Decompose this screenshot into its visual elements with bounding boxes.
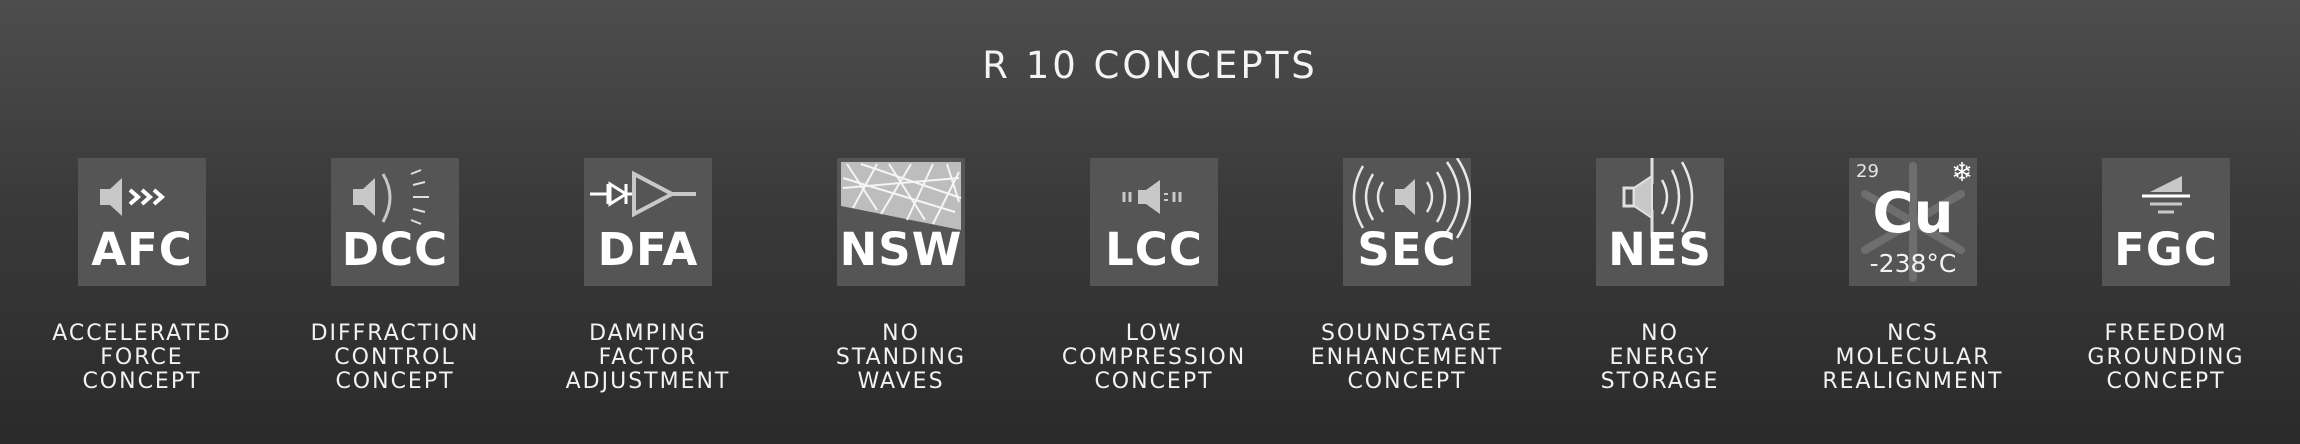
atomic-number: 29	[1856, 161, 1879, 182]
speaker-compression-icon	[1122, 180, 1182, 214]
concept-abbr: SEC	[1357, 223, 1457, 276]
concept-nes: NES NO ENERGY STORAGE	[1533, 158, 1787, 394]
concept-description: NO ENERGY STORAGE	[1600, 321, 1720, 394]
concept-sec: SEC SOUNDSTAGE ENHANCEMENT CONCEPT	[1280, 158, 1534, 394]
concept-dfa: DFA DAMPING FACTOR ADJUSTMENT	[521, 158, 775, 394]
concept-tile: AFC	[78, 158, 206, 286]
copper-element-icon: 29 ❄ Cu -238°C	[1849, 158, 1977, 286]
concept-tile: NES	[1596, 158, 1724, 286]
element-symbol: Cu	[1872, 181, 1954, 246]
concept-description: DAMPING FACTOR ADJUSTMENT	[565, 321, 731, 394]
concept-description: SOUNDSTAGE ENHANCEMENT CONCEPT	[1310, 321, 1504, 394]
concept-description: ACCELERATED FORCE CONCEPT	[52, 321, 232, 394]
concept-description: LOW COMPRESSION CONCEPT	[1061, 321, 1247, 394]
concept-abbr: NSW	[839, 223, 963, 276]
concept-tile: NSW	[837, 158, 965, 286]
concept-tile: LCC	[1090, 158, 1218, 286]
speaker-soundstage-icon	[1352, 158, 1471, 239]
concept-tile: DCC	[331, 158, 459, 286]
ground-symbol-icon	[2142, 176, 2190, 214]
standing-waves-icon	[841, 162, 962, 230]
speaker-forward-arrows-icon	[100, 178, 166, 216]
concept-abbr: NES	[1608, 223, 1712, 276]
concept-description: NCS MOLECULAR REALIGNMENT	[1822, 321, 2004, 394]
concept-nsw: NSW NO STANDING WAVES	[774, 158, 1028, 394]
concept-tile: FGC	[2102, 158, 2230, 286]
concept-lcc: LCC LOW COMPRESSION CONCEPT	[1027, 158, 1281, 394]
speaker-energy-icon	[1622, 158, 1694, 238]
concept-fgc: FGC FREEDOM GROUNDING CONCEPT	[2039, 158, 2293, 394]
concept-tile: SEC	[1343, 158, 1471, 286]
concept-dcc: DCC DIFFRACTION CONTROL CONCEPT	[268, 158, 522, 394]
concept-description: FREEDOM GROUNDING CONCEPT	[2087, 321, 2245, 394]
concept-abbr: DFA	[597, 223, 699, 276]
element-temperature: -238°C	[1869, 249, 1957, 278]
snowflake-icon: ❄	[1951, 158, 1973, 188]
concept-abbr: FGC	[2114, 223, 2218, 276]
concept-abbr: DCC	[341, 223, 449, 276]
concept-afc: AFC ACCELERATED FORCE CONCEPT	[15, 158, 269, 394]
page-title: R 10 CONCEPTS	[982, 44, 1318, 87]
concept-description: NO STANDING WAVES	[835, 321, 967, 394]
snowflake-background-icon	[1861, 162, 1965, 282]
speaker-diffraction-icon	[353, 169, 429, 225]
concept-abbr: AFC	[91, 223, 193, 276]
concept-description: DIFFRACTION CONTROL CONCEPT	[310, 321, 480, 394]
concept-abbr: LCC	[1105, 223, 1203, 276]
amplifier-diode-icon	[590, 170, 696, 218]
concept-ncs: 29 ❄ Cu -238°C NCS MOLECULAR REALIGNMENT	[1786, 158, 2040, 394]
concept-tile: DFA	[584, 158, 712, 286]
